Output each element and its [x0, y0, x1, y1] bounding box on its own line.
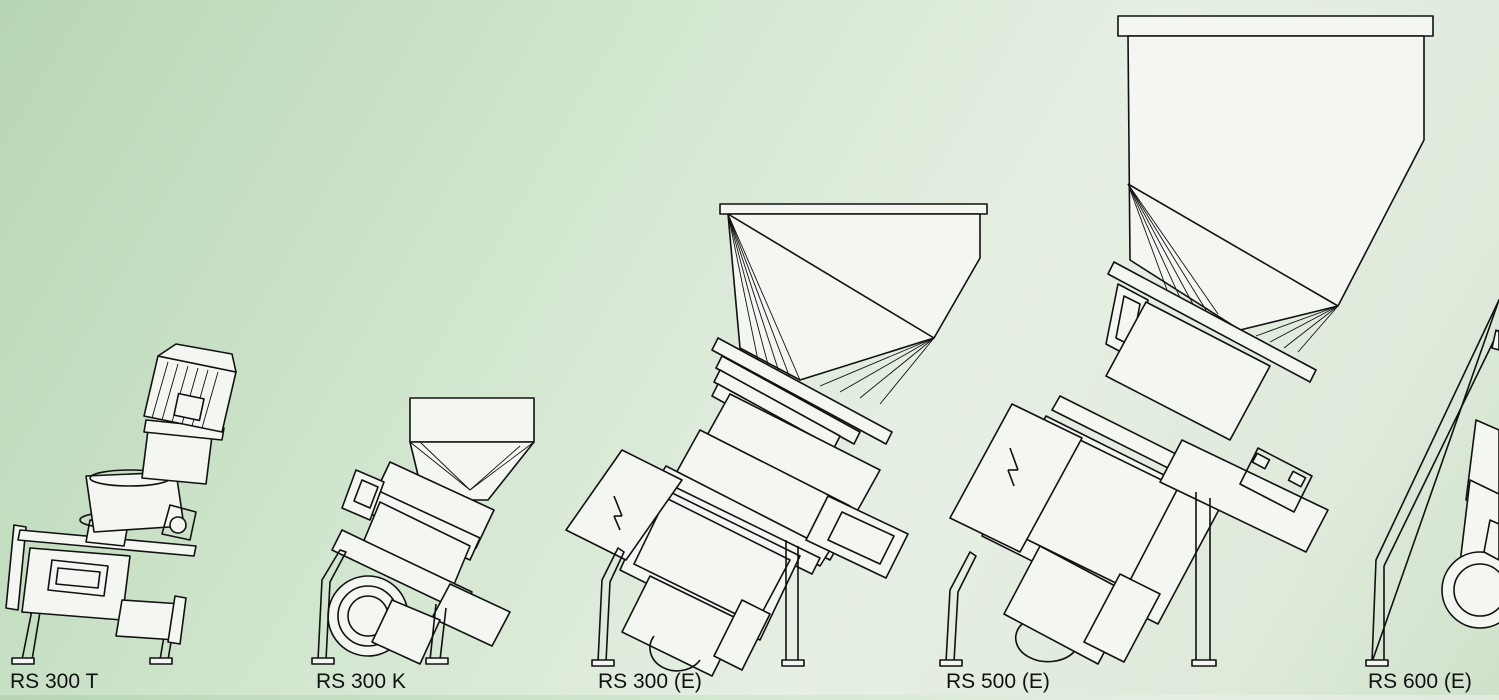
model-label-rs-600-e: RS 600 (E): [1368, 670, 1472, 693]
model-label-rs-300-k: RS 300 K: [316, 670, 406, 693]
rs-300-e-drawing: [565, 203, 988, 677]
model-label-rs-500-e: RS 500 (E): [946, 670, 1050, 693]
model-label-rs-300-t: RS 300 T: [10, 670, 99, 693]
model-label-rs-300-e: RS 300 (E): [598, 670, 702, 693]
rs-600-e-drawing: [1365, 299, 1499, 667]
rs-500-e-drawing: [939, 15, 1434, 667]
rs-300-k-drawing: [311, 397, 535, 665]
rs-300-t-drawing: [5, 343, 237, 665]
